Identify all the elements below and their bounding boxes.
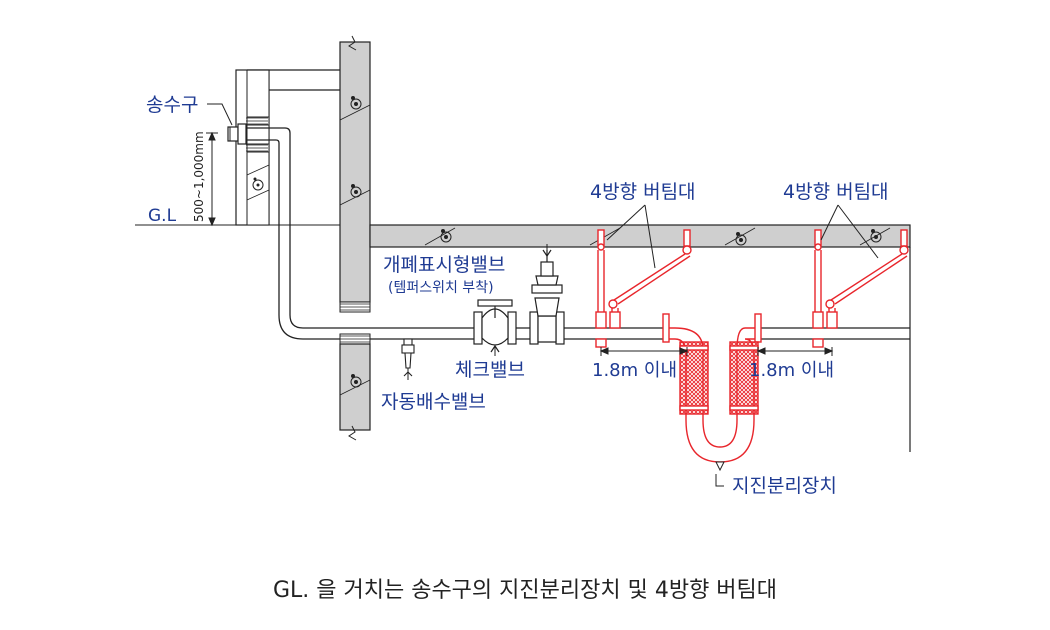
label-indicating-valve: 개폐표시형밸브 [383, 254, 505, 276]
piping-diagram: 송수구 G.L 500~1,000mm 개폐표시형밸브 (템퍼스위치 부착) 체… [135, 35, 911, 497]
label-fire-inlet: 송수구 [146, 94, 198, 116]
seismic-separation-device [662, 313, 762, 472]
label-brace-right: 4방향 버팀대 [783, 181, 889, 203]
fire-inlet-fitting [227, 116, 270, 153]
aggregate-symbol [440, 229, 882, 246]
indicating-valve [529, 244, 565, 345]
label-distance-left: 1.8m 이내 [592, 360, 677, 381]
label-height-range: 500~1,000mm [192, 131, 206, 222]
aggregate-symbol [350, 96, 362, 388]
figure-caption: GL. 을 거치는 송수구의 지진분리장치 및 4방향 버팀대 [272, 578, 778, 603]
height-dimension [206, 131, 218, 227]
label-check-valve: 체크밸브 [455, 359, 525, 381]
label-distance-right: 1.8m 이내 [749, 360, 834, 381]
building-wall [339, 35, 371, 441]
four-way-brace-left [595, 229, 692, 348]
ceiling-slab [369, 224, 911, 452]
label-ground-level: G.L [148, 206, 177, 226]
check-valve [473, 299, 517, 356]
aggregate-symbol [252, 177, 264, 191]
label-brace-left: 4방향 버팀대 [590, 181, 696, 203]
leader-lines [207, 103, 879, 487]
auto-drain-valve [401, 338, 415, 380]
dimension-left [599, 347, 689, 356]
label-tamper-switch: (템퍼스위치 부착) [388, 280, 494, 296]
dimension-right [756, 347, 834, 356]
label-seismic-separation: 지진분리장치 [732, 475, 837, 497]
label-auto-drain-valve: 자동배수밸브 [381, 391, 486, 413]
main-pipe [246, 127, 910, 340]
four-way-brace-right [812, 229, 909, 348]
